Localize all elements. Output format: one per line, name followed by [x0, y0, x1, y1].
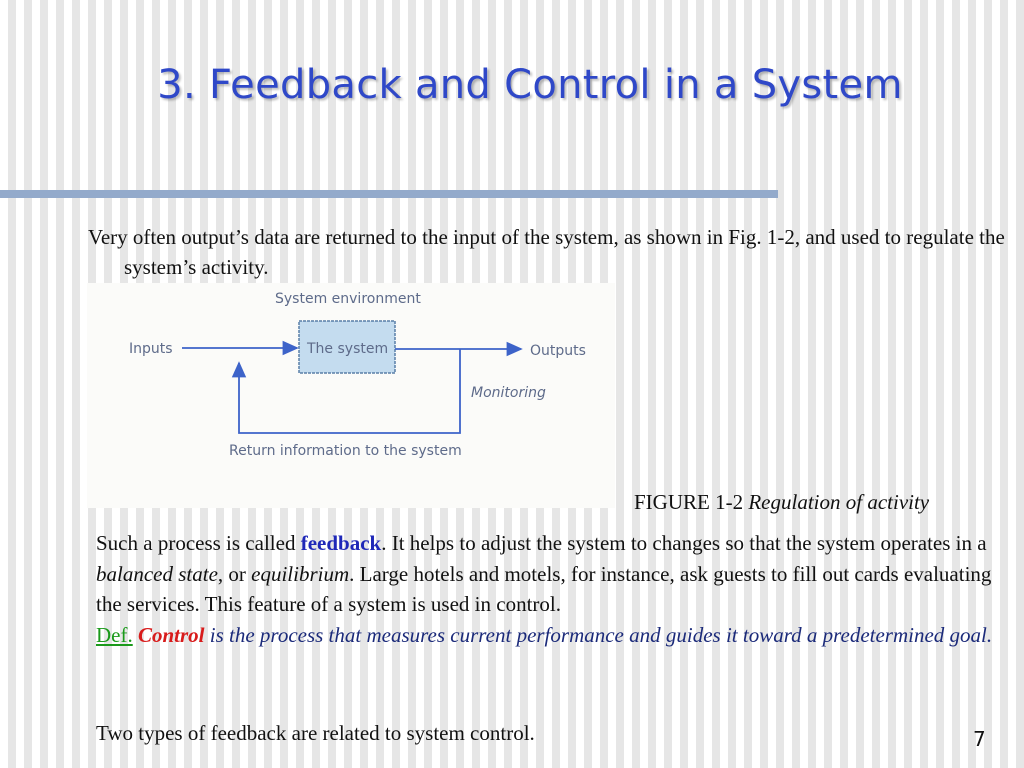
title-divider: [0, 190, 778, 198]
slide-title: 3. Feedback and Control in a System: [157, 62, 903, 108]
outputs-label: Outputs: [530, 343, 586, 359]
def-link[interactable]: Def.: [96, 622, 133, 647]
feedback-loop-line: [231, 349, 461, 434]
system-environment-label: System environment: [275, 291, 421, 307]
caption-title: Regulation of activity: [748, 490, 930, 514]
paragraph-part4: . Large hotels and motels, for instance,…: [96, 561, 992, 617]
feedback-diagram: System environment The system Inputs Out…: [87, 283, 615, 508]
equilibrium-term: equilibrium: [251, 561, 350, 586]
inputs-label: Inputs: [129, 341, 173, 357]
control-definition: Def. Control is the process that measure…: [96, 620, 996, 651]
caption-prefix: FIGURE 1-2: [634, 490, 744, 514]
definition-text: is the process that measures current per…: [204, 622, 993, 647]
paragraph-part2: . It helps to adjust the system to chang…: [381, 531, 987, 555]
system-box: [298, 320, 396, 374]
system-label: The system: [306, 341, 388, 357]
closing-line: Two types of feedback are related to sys…: [96, 721, 535, 745]
intro-text: Very often output’s data are returned to…: [88, 225, 1005, 279]
paragraph-part3: , or: [217, 561, 252, 586]
return-info-label: Return information to the system: [229, 443, 462, 459]
figure-caption: FIGURE 1-2 Regulation of activity: [634, 488, 1014, 516]
page-number: 7: [973, 727, 986, 751]
monitoring-label: Monitoring: [471, 385, 546, 401]
balanced-state-term: balanced state: [96, 561, 218, 586]
feedback-term: feedback: [300, 531, 382, 555]
control-term: Control: [137, 622, 205, 647]
feedback-paragraph: Such a process is called feedback. It he…: [96, 528, 996, 650]
paragraph-part1: Such a process is called: [96, 531, 301, 555]
